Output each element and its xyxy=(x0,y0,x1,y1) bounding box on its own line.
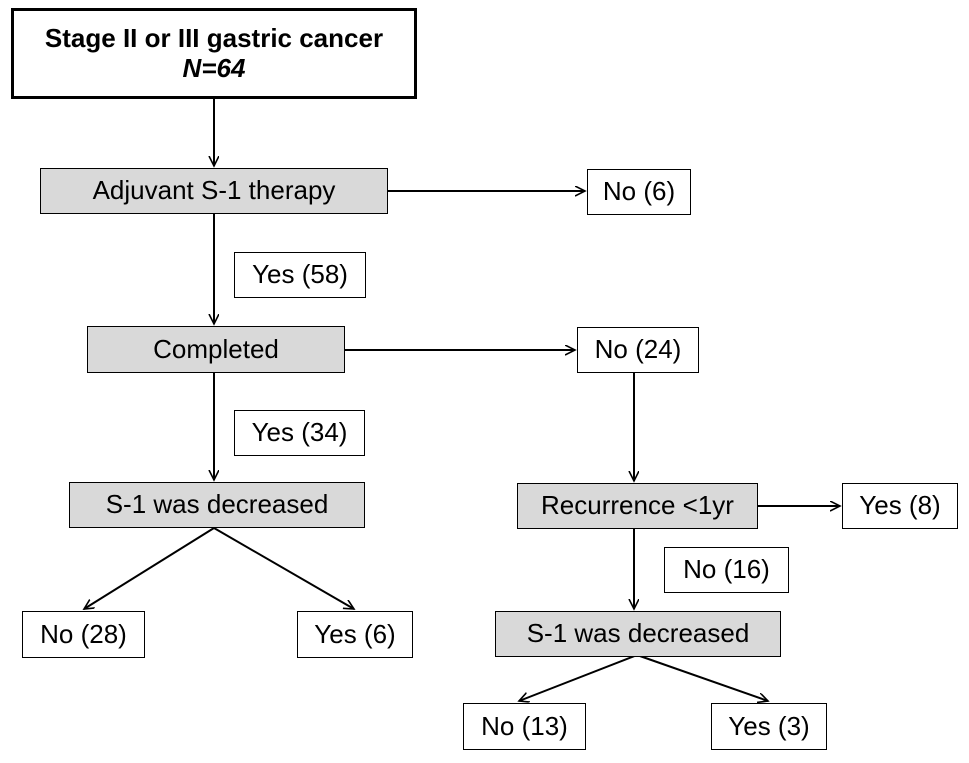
decreased-left-no-label: No (28) xyxy=(40,618,127,649)
decreased-right-no-node: No (13) xyxy=(463,703,586,750)
decreased-right-no-label: No (13) xyxy=(481,710,568,741)
completed-label: Completed xyxy=(153,333,279,364)
recurrence-no-label: No (16) xyxy=(683,554,770,585)
completed-no-node: No (24) xyxy=(577,327,699,373)
decreased-left-label: S-1 was decreased xyxy=(105,489,329,520)
recurrence-no-label-box: No (16) xyxy=(664,547,789,593)
decreased-right-node: S-1 was decreased xyxy=(495,611,781,657)
decreased-right-yes-node: Yes (3) xyxy=(711,703,827,750)
adjuvant-yes-label-box: Yes (58) xyxy=(234,252,366,298)
arrow-decreased-to-no-right xyxy=(519,654,638,701)
decreased-left-no-node: No (28) xyxy=(22,611,145,658)
arrow-decreased-to-no-left xyxy=(84,527,215,609)
recurrence-node: Recurrence <1yr xyxy=(517,483,758,529)
completed-yes-label-box: Yes (34) xyxy=(234,410,365,456)
arrow-decreased-to-yes-left xyxy=(213,527,354,609)
adjuvant-no-node: No (6) xyxy=(587,169,691,215)
completed-node: Completed xyxy=(87,326,345,373)
root-title: Stage II or III gastric cancer xyxy=(44,22,384,53)
decreased-right-label: S-1 was decreased xyxy=(526,618,750,649)
adjuvant-yes-label: Yes (58) xyxy=(252,259,348,290)
completed-yes-label: Yes (34) xyxy=(251,417,348,448)
arrow-decreased-to-yes-right xyxy=(636,654,768,701)
completed-no-label: No (24) xyxy=(594,334,682,365)
decreased-right-yes-label: Yes (3) xyxy=(728,710,810,741)
adjuvant-label: Adjuvant S-1 therapy xyxy=(92,175,336,206)
adjuvant-no-label: No (6) xyxy=(602,176,676,207)
recurrence-yes-label: Yes (8) xyxy=(859,490,941,521)
decreased-left-yes-label: Yes (6) xyxy=(314,618,396,649)
adjuvant-node: Adjuvant S-1 therapy xyxy=(40,168,388,214)
recurrence-yes-node: Yes (8) xyxy=(842,483,958,529)
recurrence-label: Recurrence <1yr xyxy=(541,490,734,521)
root-node: Stage II or III gastric cancer N=64 xyxy=(11,8,417,99)
root-count: N=64 xyxy=(182,52,246,83)
decreased-left-yes-node: Yes (6) xyxy=(297,611,413,658)
decreased-left-node: S-1 was decreased xyxy=(69,482,365,528)
